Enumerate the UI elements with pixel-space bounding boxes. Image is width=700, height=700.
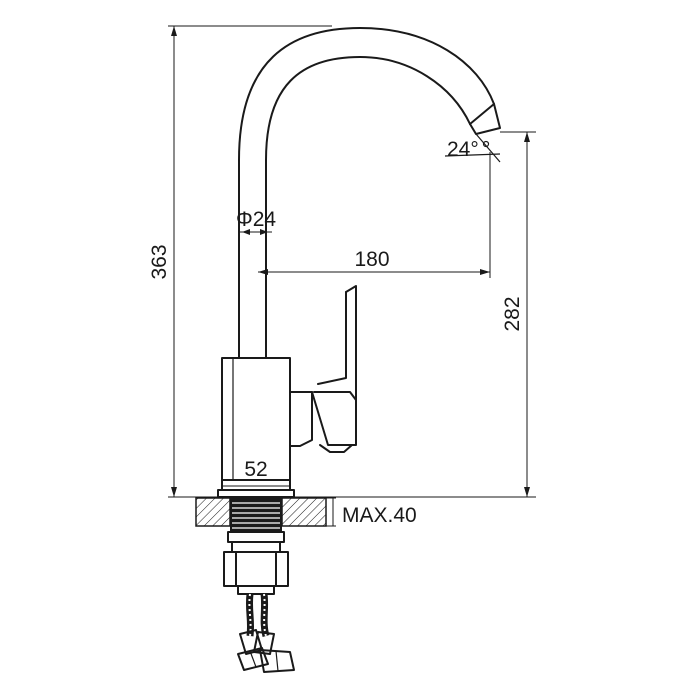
braided-hoses — [245, 593, 270, 637]
mounting-nut — [223, 541, 289, 595]
threaded-shank — [227, 498, 285, 543]
hose-fittings — [237, 629, 295, 673]
reach-label: 180 — [354, 248, 389, 271]
body-width-label: 52 — [244, 458, 267, 481]
spout-height-dimension — [290, 131, 536, 498]
reach-dimension — [258, 152, 491, 278]
deck-thickness-label: MAX.40 — [342, 504, 417, 527]
deck-thickness-dimension — [326, 497, 336, 527]
spout-height-label: 282 — [501, 296, 524, 331]
total-height-dimension — [168, 25, 332, 498]
faucet-outline — [217, 27, 501, 498]
total-height-label: 363 — [148, 244, 171, 279]
spout-angle-label: 24° — [447, 138, 479, 161]
pipe-diameter-label: Φ24 — [236, 208, 276, 231]
